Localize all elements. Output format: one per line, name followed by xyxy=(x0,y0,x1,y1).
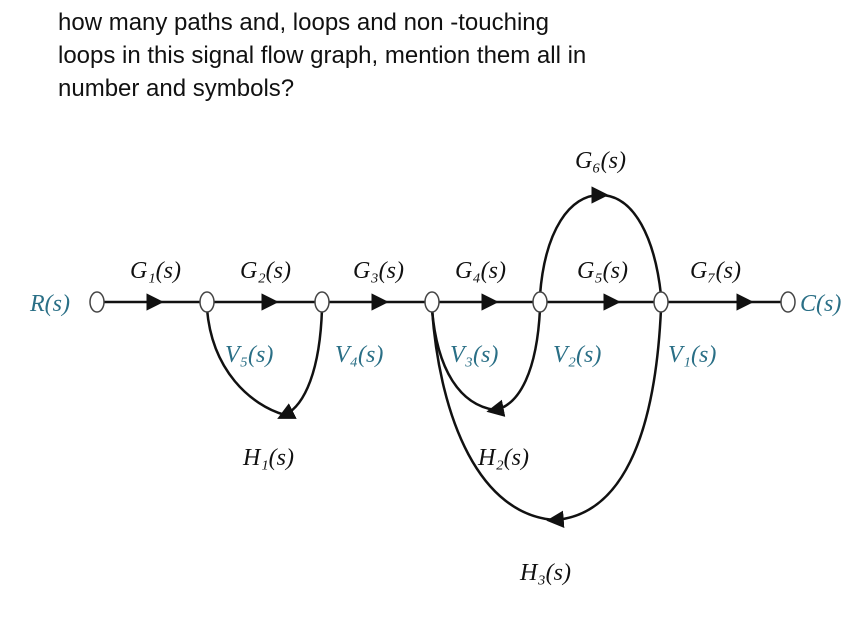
feedback-h1 xyxy=(277,308,324,419)
question-line: how many paths and, loops and non -touch… xyxy=(58,9,550,36)
input-label: R(s) xyxy=(29,291,70,317)
gain-label: G₃(s) xyxy=(353,258,404,284)
node-v4 xyxy=(314,291,330,313)
gain-label: G₂(s) xyxy=(240,258,291,284)
node-label: V₁(s) xyxy=(668,342,716,368)
node-v1 xyxy=(653,291,669,313)
gain-label: G₄(s) xyxy=(455,258,506,284)
question-line: number and symbols? xyxy=(58,75,295,102)
node-label: V₄(s) xyxy=(335,342,383,368)
question-text: how many paths and, loops and non -touch… xyxy=(58,6,818,105)
feedback-h2 xyxy=(486,308,542,417)
feedback-label: H₃(s) xyxy=(519,560,571,586)
gain-label: G₅(s) xyxy=(577,258,628,284)
branch-g6 xyxy=(538,186,609,296)
feedback-label: H₂(s) xyxy=(477,445,529,471)
feedback-label: H₁(s) xyxy=(242,445,294,471)
node-input xyxy=(89,291,105,313)
node-label: V₅(s) xyxy=(225,342,273,368)
node-v5 xyxy=(199,291,215,313)
gain-label: G₆(s) xyxy=(575,148,626,174)
output-label: C(s) xyxy=(800,291,841,317)
feedback-h3 xyxy=(546,308,663,529)
question-line: loops in this signal flow graph, mention… xyxy=(58,42,587,69)
node-label: V₃(s) xyxy=(450,342,498,368)
node-v2 xyxy=(532,291,548,313)
gain-label: G₁(s) xyxy=(130,258,181,284)
gain-label: G₇(s) xyxy=(690,258,741,284)
node-label: V₂(s) xyxy=(553,342,601,368)
node-output xyxy=(780,291,796,313)
node-v3 xyxy=(424,291,440,313)
